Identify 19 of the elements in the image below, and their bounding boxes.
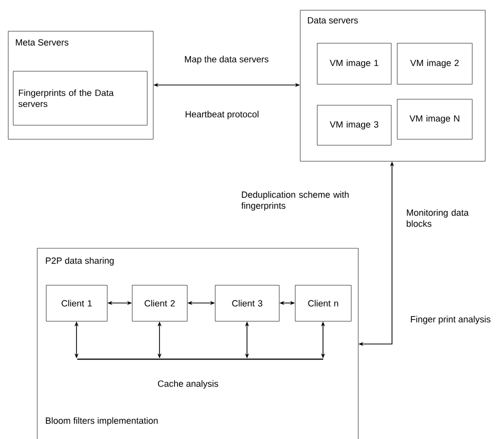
box-title: Meta Servers: [16, 39, 68, 46]
box-title: Data servers: [308, 17, 358, 24]
process-box: VM image 2: [397, 43, 472, 84]
process-box: VM image 3: [317, 105, 392, 146]
process-box: Fingerprints of the Data servers: [13, 71, 148, 126]
box-title: Bloom filters implementation: [46, 417, 158, 426]
process-box: Client n: [295, 285, 352, 322]
annotation-text: Finger print analysis: [410, 316, 490, 324]
process-box: Client 2: [132, 285, 188, 322]
process-box: VM image N: [397, 99, 472, 140]
edge-label: Map the data servers: [183, 54, 270, 66]
box-title: Cache analysis: [158, 380, 218, 389]
annotation-text: Deduplication scheme with fingerprints: [241, 191, 349, 211]
annotation-text: Heartbeat protocol: [186, 110, 258, 120]
annotation-text: Monitoring data blocks: [406, 209, 469, 227]
process-box: VM image 1: [317, 43, 392, 84]
process-box: Client 1: [46, 285, 108, 322]
process-box: Client 3: [215, 285, 280, 322]
box-title: P2P data sharing: [46, 257, 114, 266]
